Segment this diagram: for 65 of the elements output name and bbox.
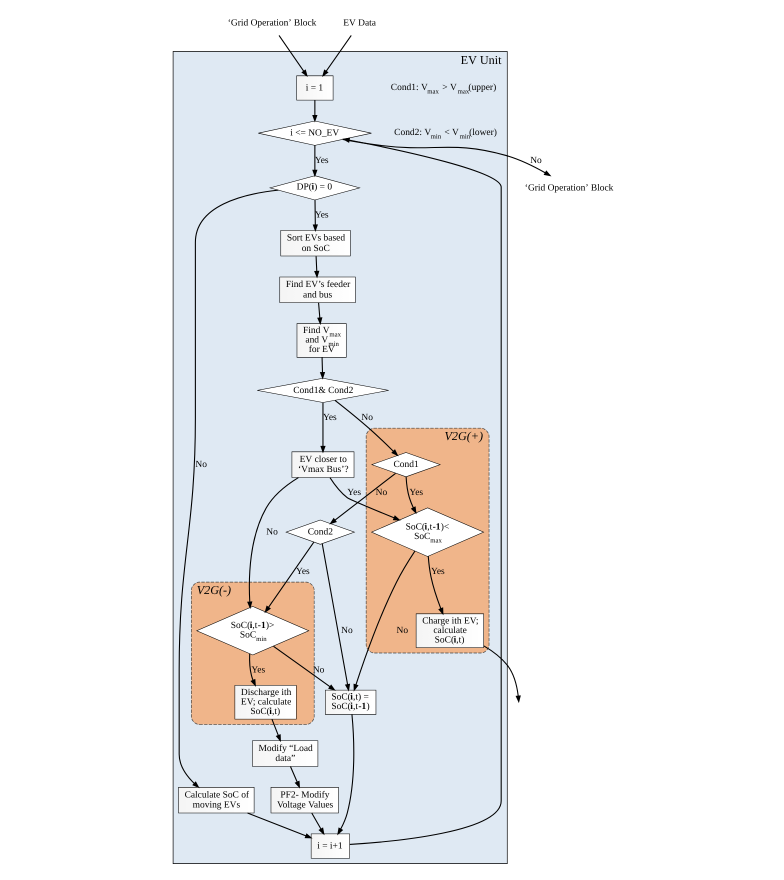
- node-box: EV closer to ‘Vmax Bus’?: [291, 452, 354, 478]
- edge-label: No: [530, 156, 542, 166]
- arrow: [248, 654, 256, 687]
- arrow: [271, 719, 280, 742]
- arrow: [312, 145, 318, 178]
- node-box: Modify “Load data”: [252, 740, 318, 767]
- arrow: [312, 200, 318, 232]
- node-box: Charge ith EV; calculate SoC(i,t): [415, 614, 484, 648]
- node-box: Discharge ith EV; calculate SoC(i,t): [234, 685, 296, 720]
- edge-label: No: [266, 528, 278, 538]
- edge-label: No: [312, 666, 324, 676]
- edge-label: No: [396, 626, 408, 636]
- arrow: [310, 812, 324, 836]
- node-text: ‘Grid Operation’ Block: [227, 18, 316, 29]
- node-box: Calculate SoC of moving EVs: [178, 787, 254, 814]
- arrow: [342, 138, 502, 845]
- arrow: [482, 645, 520, 704]
- node-diamond: DP(i) = 0: [268, 175, 360, 200]
- label: Cond2: V$_{min}$ < V$_{min}$(lower): [394, 128, 496, 140]
- arrow: [336, 714, 354, 836]
- node-box: i = i+1: [310, 834, 350, 858]
- arrow: [246, 812, 312, 838]
- edge-label: Yes: [314, 210, 328, 221]
- arrow: [319, 358, 325, 380]
- arrow: [353, 550, 415, 692]
- arrow: [342, 138, 551, 176]
- arrow: [334, 400, 398, 456]
- arrow: [322, 35, 352, 78]
- edge-label: No: [375, 488, 387, 498]
- node-box: Find V$_{max}$ and V$_{min}$ for EV: [296, 323, 346, 358]
- node-box: SoC(i,t) = SoC(i,t-1): [324, 690, 376, 715]
- arrow: [278, 35, 308, 78]
- arrow: [312, 100, 318, 123]
- arrow: [290, 766, 300, 789]
- edge-label: No: [360, 413, 372, 424]
- arrow: [264, 542, 314, 614]
- node-text: EV Data: [342, 18, 376, 29]
- edge-label: Yes: [430, 567, 444, 578]
- node-box: PF2- Modify Voltage Values: [270, 787, 338, 814]
- node-diamond: Cond1: [370, 452, 440, 478]
- arrow: [178, 190, 278, 788]
- node-text: ‘Grid Operation’ Block: [524, 183, 613, 194]
- node-diamond: Cond1& Cond2: [256, 378, 388, 403]
- edge-label: Yes: [250, 666, 265, 676]
- arrow: [427, 556, 443, 616]
- arrow: [246, 477, 298, 610]
- edge-label: No: [194, 460, 206, 470]
- arrow: [316, 302, 322, 326]
- node-diamond: i <= NO_EV: [258, 120, 372, 146]
- edge-label: Yes: [408, 488, 423, 498]
- edge-label: Yes: [322, 413, 336, 424]
- edge-label: No: [340, 626, 352, 636]
- node-box: Find EV’s feeder and bus: [279, 276, 356, 303]
- arrow: [314, 256, 319, 278]
- arrow: [320, 402, 326, 454]
- node-box: i = 1: [296, 76, 333, 100]
- edge-label: Yes: [346, 488, 361, 498]
- node-diamond: Cond2: [284, 520, 355, 545]
- edge-label: Yes: [295, 567, 310, 578]
- arrow: [272, 646, 336, 691]
- label: Cond1: V$_{max}$ > V$_{max}$(upper): [390, 82, 496, 96]
- arrow: [405, 476, 416, 514]
- arrow: [321, 544, 350, 692]
- node-diamond: SoC(i,t-1)< SoC$_{max}$: [370, 508, 484, 557]
- node-box: Sort EVs based on SoC: [280, 230, 350, 256]
